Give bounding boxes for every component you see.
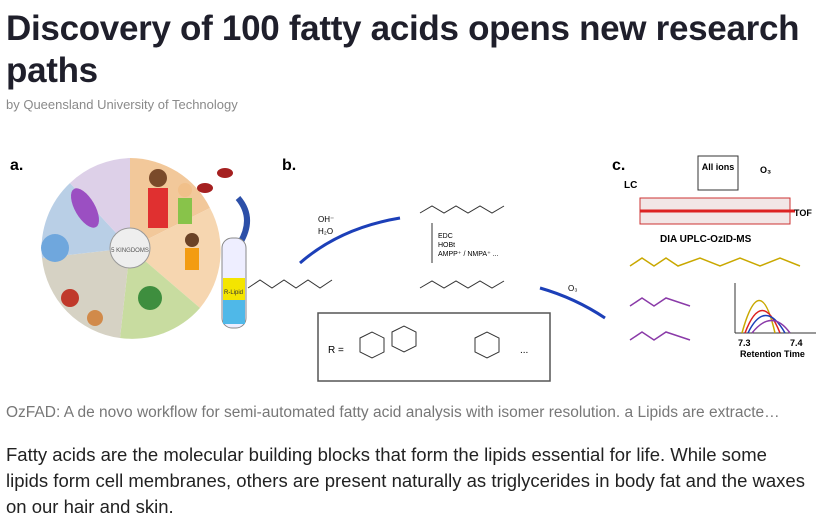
ozone-label: O₃ xyxy=(568,284,577,293)
reagent-oh: OH⁻ xyxy=(318,215,334,224)
reagent-ampp: AMPP⁺ / NMPA⁺ ... xyxy=(438,251,499,258)
rt-axis-label: Retention Time xyxy=(740,349,805,359)
kingdoms-wheel: 5 KINGDOMS xyxy=(41,158,250,339)
reagent-hobt: HOBt xyxy=(438,242,455,249)
kingdoms-label: 5 KINGDOMS xyxy=(111,248,149,254)
r-ellipsis: ... xyxy=(520,345,528,356)
article-byline[interactable]: by Queensland University of Technology xyxy=(6,97,238,112)
chromatogram xyxy=(734,283,816,334)
r-group-box xyxy=(317,312,551,382)
rt-tick-2: 7.4 xyxy=(790,338,803,348)
lipid-label: R-Lipid xyxy=(224,290,243,296)
panel-a-label: a. xyxy=(10,157,23,174)
r-equals: R = xyxy=(328,345,344,356)
all-ions-label: All ions xyxy=(702,162,735,172)
reagent-water: H₂O xyxy=(318,227,333,236)
o3-top-label: O₃ xyxy=(760,165,771,175)
ozone-arrow xyxy=(539,286,606,320)
lipid-tube: R-Lipid xyxy=(221,237,333,329)
method-label: DIA UPLC-OzID-MS xyxy=(660,234,752,245)
article-figure[interactable]: a. 5 KINGDOMS xyxy=(0,148,816,386)
figure-graphic: a. 5 KINGDOMS xyxy=(10,155,816,382)
reaction-arrow xyxy=(299,216,401,265)
article-body-paragraph: Fatty acids are the molecular building b… xyxy=(6,444,805,517)
figure-caption[interactable]: OzFAD: A de novo workflow for semi-autom… xyxy=(6,404,780,421)
tof-label: TOF xyxy=(794,208,812,218)
reagent-edc: EDC xyxy=(438,233,453,240)
lc-label: LC xyxy=(624,180,637,191)
panel-c-label: c. xyxy=(612,157,625,174)
rt-tick-1: 7.3 xyxy=(738,338,751,348)
panel-b-label: b. xyxy=(282,157,296,174)
all-ions-box xyxy=(697,155,739,191)
article-title: Discovery of 100 fatty acids opens new r… xyxy=(6,9,800,90)
